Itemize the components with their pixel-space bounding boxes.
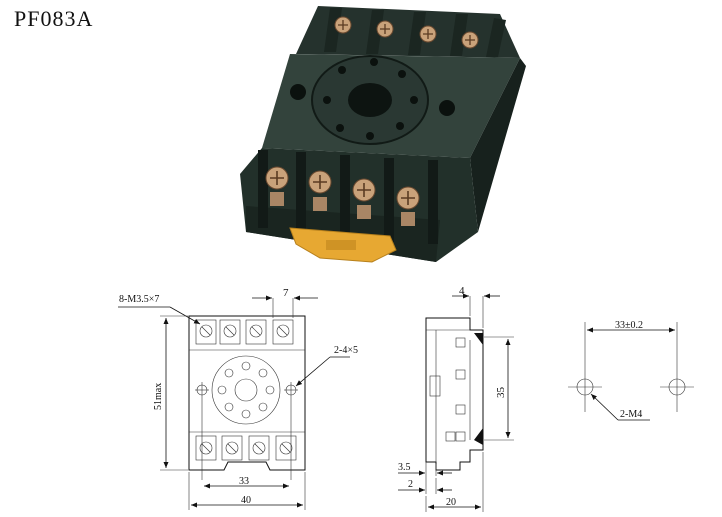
front-screw-icons	[265, 166, 420, 226]
label-mount-holes: 2-4×5	[334, 345, 358, 356]
label-hole-spacing: 33	[239, 476, 249, 487]
socket-side-view: 4 35 3.5 2 20	[398, 285, 514, 512]
relay-socket-photo	[240, 6, 526, 263]
label-terminal-pitch: 7	[283, 287, 289, 299]
label-panel-spacing: 33±0.2	[615, 320, 643, 331]
label-side-height: 35	[495, 387, 507, 399]
label-side-depth: 20	[446, 497, 456, 508]
label-side-top: 4	[459, 285, 465, 297]
label-panel-holes: 2-M4	[620, 409, 642, 420]
page-title: PF083A	[14, 6, 94, 31]
panel-hole-pattern: 33±0.2 2-M4	[568, 320, 694, 421]
top-screw-icons	[334, 16, 479, 49]
label-width: 40	[241, 495, 251, 506]
label-side-step: 3.5	[398, 462, 411, 473]
label-terminal-screws: 8-M3.5×7	[119, 294, 159, 305]
label-side-base: 2	[408, 479, 413, 490]
label-height-max: 51max	[153, 383, 164, 410]
socket-front-view: 8-M3.5×7 7 2-4×5 51max 33 40	[118, 287, 358, 510]
